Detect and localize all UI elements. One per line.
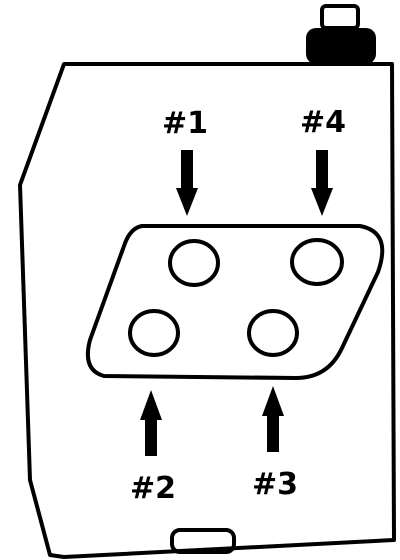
bolt-hole-3 [247,309,299,357]
label-1: #1 [162,106,208,141]
label-4: #4 [300,105,346,140]
bolt-hole-1 [168,239,220,287]
cap-body [306,28,376,64]
cap [306,4,376,64]
bolt-hole-4 [290,238,344,286]
arrow-down-4 [311,150,333,216]
label-3: #3 [252,467,298,502]
label-2: #2 [130,471,176,506]
arrow-up-3 [262,386,284,452]
bolt-hole-2 [128,309,180,357]
cap-top [320,4,360,30]
bottom-slot [170,528,236,554]
arrow-up-2 [140,390,162,456]
housing-outline [18,62,396,559]
arrow-down-1 [176,150,198,216]
mounting-plate [85,224,385,380]
